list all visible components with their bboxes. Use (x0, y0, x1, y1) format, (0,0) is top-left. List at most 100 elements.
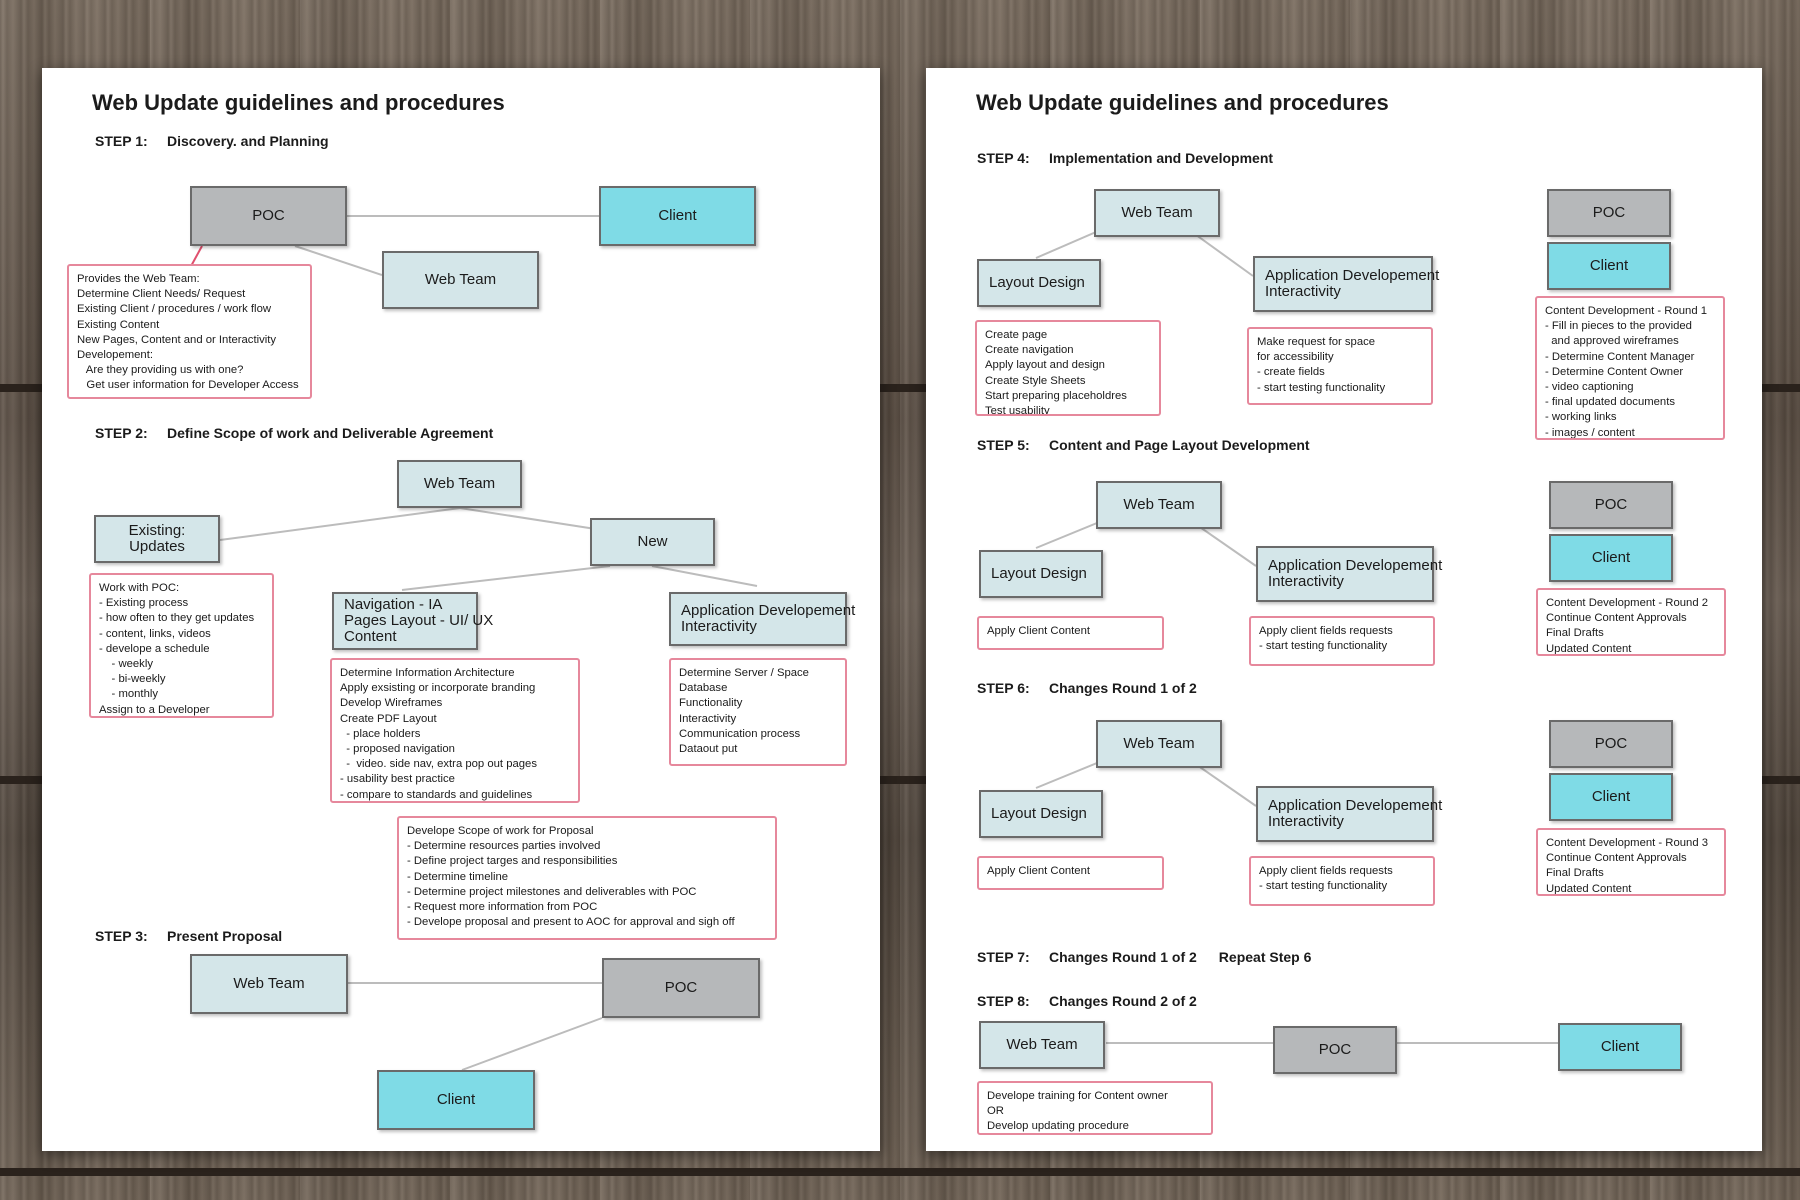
text-line: - content, links, videos (99, 627, 211, 640)
web-team-box[interactable]: Web Team (190, 954, 348, 1014)
text-line: Develope Scope of work for Proposal (407, 825, 594, 837)
web-team-box[interactable]: Web Team (382, 251, 539, 309)
client-box[interactable]: Client (1549, 534, 1673, 582)
text-line: Application Developement (681, 602, 856, 620)
layout-design-box[interactable]: Layout Design (979, 790, 1103, 838)
text-line: - bi-weekly (99, 673, 166, 686)
poc-box[interactable]: POC (1549, 720, 1673, 768)
text-line: Apply Client Content (987, 625, 1090, 637)
poc-box[interactable]: POC (1547, 189, 1671, 237)
poc-box[interactable]: POC (1273, 1026, 1397, 1074)
text-line: Determine Client Needs/ Request (77, 288, 246, 301)
client-box[interactable]: Client (1558, 1023, 1682, 1071)
poc-box[interactable]: POC (190, 186, 347, 246)
step-label: STEP 3: (95, 928, 148, 944)
text-line: Content Development - Round 2 (1546, 597, 1709, 609)
text-line: Make request for space (1257, 336, 1376, 348)
text-line: - how often to they get updates (99, 612, 255, 625)
step-4-heading: STEP 4:Implementation and Development (977, 150, 1273, 166)
poc-box[interactable]: POC (1549, 481, 1673, 529)
text-line: Create PDF Layout (340, 712, 437, 725)
web-team-box[interactable]: Web Team (1094, 189, 1220, 237)
text-line: Navigation - IA (344, 596, 443, 614)
text-line: Content (344, 627, 397, 645)
text-line: - images / content (1545, 426, 1635, 439)
text-line: Interactivity (679, 712, 737, 725)
layout-design-box[interactable]: Layout Design (977, 259, 1101, 307)
content-note: Content Development - Round 1- Fill in p… (1535, 296, 1725, 440)
new-box[interactable]: New (590, 518, 715, 566)
scope-note: Develope Scope of work for Proposal - Det… (397, 816, 777, 940)
text-line: - Determine Content Manager (1545, 350, 1695, 363)
text-line: Determine Server / Space (679, 667, 809, 679)
client-box[interactable]: Client (599, 186, 756, 246)
page-title: Web Update guidelines and procedures (976, 90, 1389, 115)
text-line: - Determine resources parties involved (407, 840, 601, 853)
text-line: Get user information for Developer Acces… (77, 379, 299, 392)
existing-updates-box[interactable]: Existing:Updates (94, 515, 220, 563)
connector-new-application (651, 565, 758, 587)
text-line: - place holders (340, 727, 421, 740)
step-2-heading: STEP 2: Define Scope of work and Delivera… (95, 425, 493, 441)
text-line: Existing: (128, 522, 186, 540)
page-title: Web Update guidelines and procedures (92, 90, 505, 115)
poc-box[interactable]: POC (602, 958, 760, 1018)
text-line: and approved wireframes (1545, 335, 1679, 348)
step-name: Define Scope of work and Deliverable Agr… (167, 425, 494, 441)
text-line: Develop updating procedure (987, 1120, 1129, 1133)
step-label: STEP 1: (95, 133, 148, 149)
step-name: Present Proposal (167, 928, 283, 944)
web-team-box[interactable]: Web Team (1096, 481, 1222, 529)
text-line: - video. side nav, extra pop out pages (340, 758, 537, 771)
text-line: - compare to standards and guidelines (340, 788, 533, 801)
text-line: Developement: (77, 349, 153, 362)
text-line: Assign to a Developer (99, 703, 210, 716)
text-line: Are they providing us with one? (77, 364, 244, 377)
text-line: - start testing functionality (1259, 880, 1388, 893)
text-line: - start testing functionality (1259, 640, 1388, 653)
client-box[interactable]: Client (377, 1070, 535, 1130)
step-5-heading: STEP 5:Content and Page Layout Developme… (977, 437, 1310, 453)
text-line: - Develope proposal and present to AOC f… (407, 916, 735, 929)
text-line: Create Style Sheets (985, 374, 1086, 387)
text-line: Continue Content Approvals (1546, 852, 1687, 865)
connector-new-navigation (401, 565, 611, 591)
text-line: - video captioning (1545, 381, 1634, 394)
text-line: Application Developement (1268, 797, 1443, 815)
web-team-box[interactable]: Web Team (1096, 720, 1222, 768)
text-line: Updates (129, 538, 185, 555)
web-team-box[interactable]: Web Team (397, 460, 522, 508)
text-line: Updated Content (1546, 642, 1632, 655)
text-line: - Existing process (99, 597, 189, 610)
step-name: Changes Round 2 of 2 (1049, 993, 1197, 1009)
text-line: - Request more information from POC (407, 901, 598, 914)
text-line: - usability best practice (340, 773, 455, 786)
text-line: - final updated documents (1545, 396, 1675, 409)
text-line: - Determine project milestones and deliv… (407, 885, 697, 898)
layout-note: Apply Client Content (977, 856, 1164, 890)
application-note: Apply client fields requests- start test… (1249, 856, 1435, 906)
client-box[interactable]: Client (1549, 773, 1673, 821)
web-team-box[interactable]: Web Team (979, 1021, 1105, 1069)
text-line: Existing Client / procedures / work flow (77, 303, 272, 316)
text-line: Dataout put (679, 743, 738, 756)
step-name: Content and Page Layout Development (1049, 437, 1310, 453)
text-line: Application Developement (1268, 557, 1443, 575)
step-label: STEP 2: (95, 425, 148, 441)
text-line: Pages Layout - UI/ UX (344, 612, 494, 630)
layout-design-box[interactable]: Layout Design (979, 550, 1103, 598)
text-line: Functionality (679, 697, 743, 710)
text-line: Develop Wireframes (340, 697, 443, 710)
client-box[interactable]: Client (1547, 242, 1671, 290)
